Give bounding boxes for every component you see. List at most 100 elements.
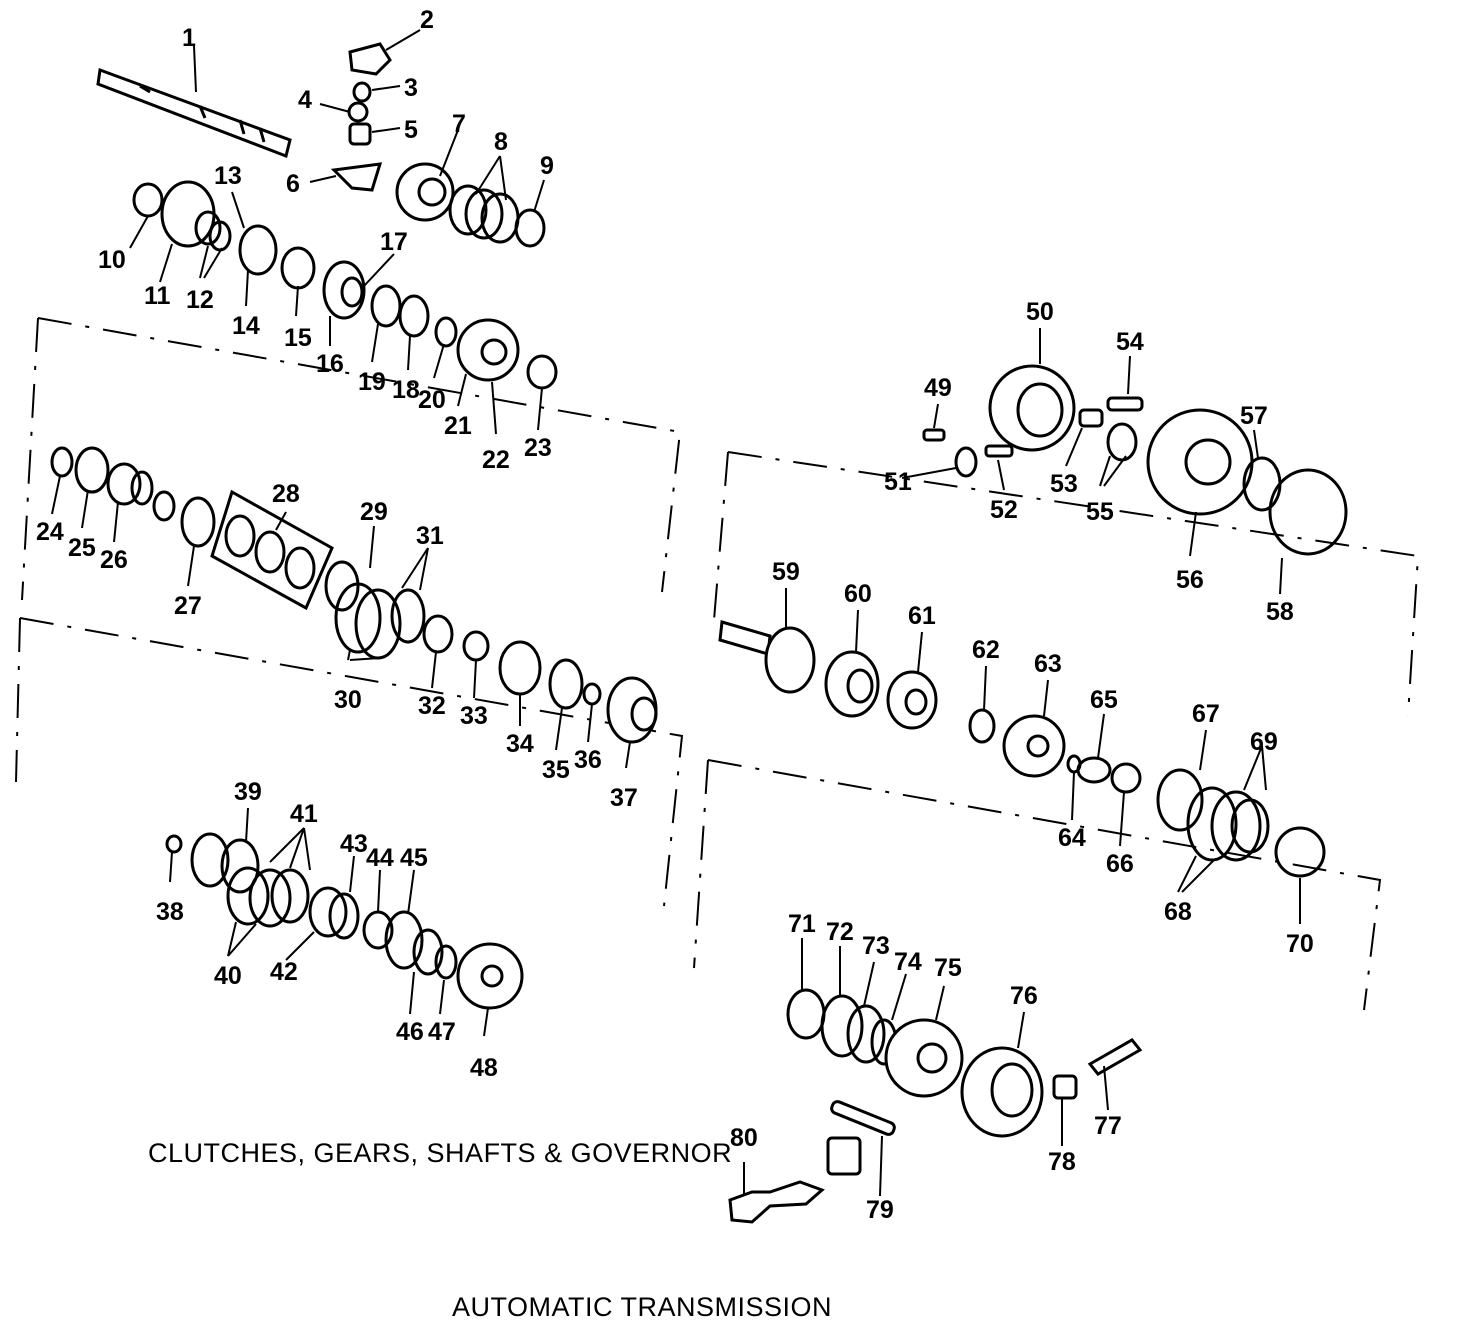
callout-2: 2 <box>420 6 434 34</box>
callout-1: 1 <box>182 24 196 52</box>
cap-51 <box>954 446 978 478</box>
callout-72: 72 <box>826 918 854 946</box>
callout-77: 77 <box>1094 1112 1122 1140</box>
callout-33: 33 <box>460 702 488 730</box>
callout-3: 3 <box>404 74 418 102</box>
rings-55 <box>1106 422 1138 462</box>
callout-53: 53 <box>1050 470 1078 498</box>
callout-62: 62 <box>972 636 1000 664</box>
callout-80: 80 <box>730 1124 758 1152</box>
seal-kit-28 <box>210 489 334 611</box>
ring-33 <box>462 630 490 662</box>
ring-62 <box>968 708 996 744</box>
ring-36 <box>582 682 602 706</box>
ring-43 <box>328 892 360 940</box>
seal-27 <box>180 496 216 548</box>
ring-64 <box>1066 754 1082 774</box>
callout-11: 11 <box>144 282 171 310</box>
governor-weight <box>348 42 392 76</box>
plates-40 <box>226 866 270 926</box>
hub-14 <box>238 224 278 276</box>
clutch-plates-a <box>448 184 488 236</box>
sprocket-gear <box>395 162 455 222</box>
callout-75: 75 <box>934 954 962 982</box>
piston-75 <box>884 1018 964 1098</box>
callout-31: 31 <box>416 522 444 550</box>
seal-32 <box>422 614 454 654</box>
callout-39: 39 <box>234 778 262 806</box>
carrier-21 <box>456 318 520 382</box>
clip-53 <box>1078 408 1104 428</box>
pin-49 <box>922 428 946 442</box>
callout-34: 34 <box>506 730 534 758</box>
callout-73: 73 <box>862 932 890 960</box>
callout-46: 46 <box>396 1018 424 1046</box>
ring-29 <box>324 560 360 612</box>
callout-30: 30 <box>334 686 362 714</box>
spring-small <box>352 81 372 103</box>
callout-63: 63 <box>1034 650 1062 678</box>
gear-23 <box>526 354 558 390</box>
spring-77 <box>1087 1038 1143 1076</box>
parts <box>50 42 1348 1224</box>
pivot-block <box>330 162 383 192</box>
callout-60: 60 <box>844 580 872 608</box>
callout-58: 58 <box>1266 598 1294 626</box>
callout-12: 12 <box>186 286 214 314</box>
gear-16 <box>322 260 366 320</box>
callout-14: 14 <box>232 312 260 340</box>
input-shaft <box>96 67 292 159</box>
plates-45 <box>384 910 424 970</box>
callout-36: 36 <box>574 746 602 774</box>
callout-22: 22 <box>482 446 510 474</box>
spring-39 <box>190 832 230 888</box>
callout-74: 74 <box>894 948 922 976</box>
drum-11 <box>160 180 216 248</box>
bushing <box>152 490 176 522</box>
callout-7: 7 <box>452 110 466 138</box>
callout-26: 26 <box>100 546 128 574</box>
spring-26 <box>106 462 142 506</box>
plates-72 <box>820 994 864 1058</box>
callout-52: 52 <box>990 496 1018 524</box>
callout-79: 79 <box>866 1196 894 1224</box>
callout-15: 15 <box>284 324 312 352</box>
callout-28: 28 <box>272 480 300 508</box>
diagram-title: AUTOMATIC TRANSMISSION <box>452 1292 833 1322</box>
rod-79 <box>830 1100 896 1136</box>
ring-46 <box>412 928 444 976</box>
callout-4: 4 <box>298 86 312 114</box>
callout-9: 9 <box>540 152 554 180</box>
housing-56 <box>1146 408 1254 516</box>
callout-65: 65 <box>1090 686 1118 714</box>
bearing-25 <box>74 446 110 494</box>
callout-69: 69 <box>1250 728 1278 756</box>
ring-67 <box>1156 768 1204 832</box>
callout-5: 5 <box>404 116 418 144</box>
washer-20 <box>434 316 458 348</box>
callout-37: 37 <box>610 784 638 812</box>
section-boundaries <box>15 317 1420 1011</box>
callout-61: 61 <box>908 602 936 630</box>
callout-48: 48 <box>470 1054 498 1082</box>
bearing-15 <box>280 246 316 290</box>
carrier-48 <box>456 942 524 1010</box>
callout-21: 21 <box>444 412 472 440</box>
callout-19: 19 <box>358 368 386 396</box>
callout-41: 41 <box>290 800 318 828</box>
ring-47 <box>434 944 458 980</box>
shaft-59 <box>718 620 772 656</box>
ring-18 <box>398 294 430 338</box>
callout-23: 23 <box>524 434 552 462</box>
block-79 <box>826 1136 862 1176</box>
callout-16: 16 <box>316 350 344 378</box>
carrier-63 <box>1002 714 1066 778</box>
callout-71: 71 <box>788 910 816 938</box>
callout-59: 59 <box>772 558 800 586</box>
ring-35 <box>548 658 584 710</box>
plates-73 <box>846 1004 886 1064</box>
hub-65 <box>1076 756 1112 784</box>
ring-61 <box>886 670 938 730</box>
plates-68 <box>1186 786 1238 862</box>
